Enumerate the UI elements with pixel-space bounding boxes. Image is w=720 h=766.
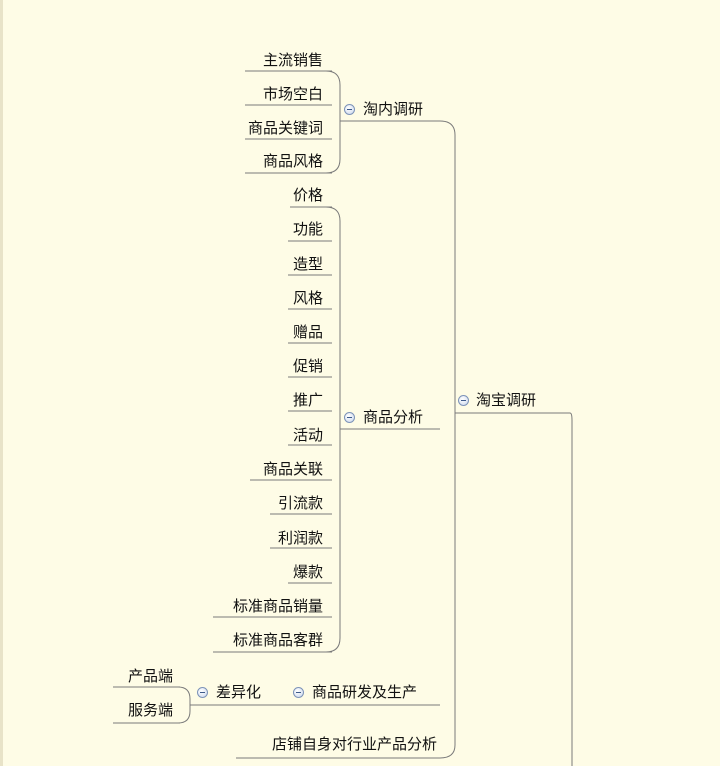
- leaf-node[interactable]: 风格: [292, 289, 323, 307]
- branch-node-fenxi[interactable]: 商品分析: [363, 408, 424, 426]
- branch-fenxi-collapse-icon[interactable]: [344, 412, 355, 423]
- leaf-node[interactable]: 商品关联: [262, 460, 323, 478]
- leaf-node[interactable]: 服务端: [127, 701, 173, 719]
- leaf-node[interactable]: 引流款: [277, 494, 323, 512]
- bracket-chayi: [177, 686, 191, 724]
- leaf-node[interactable]: 市场空白: [262, 85, 323, 103]
- leaf-node[interactable]: 价格: [292, 186, 323, 204]
- leaf-node[interactable]: 利润款: [277, 529, 323, 547]
- leaf-node[interactable]: 标准商品销量: [232, 597, 323, 615]
- root-node[interactable]: 淘宝调研: [476, 391, 537, 409]
- leaf-node[interactable]: 造型: [292, 255, 323, 273]
- sub-chayi-collapse-icon[interactable]: [197, 687, 208, 698]
- leaf-node[interactable]: 商品关键词: [247, 119, 323, 137]
- bracket-taonei: [325, 70, 341, 174]
- trunk-main: [439, 120, 456, 759]
- branch-yanfa-collapse-icon[interactable]: [293, 687, 304, 698]
- leaf-node[interactable]: 爆款: [292, 563, 323, 581]
- branch-taonei-collapse-icon[interactable]: [344, 104, 355, 115]
- leaf-node[interactable]: 产品端: [127, 667, 173, 685]
- page-left-border: [0, 0, 3, 766]
- leaf-node[interactable]: 促销: [292, 357, 323, 375]
- sub-node-chayi[interactable]: 差异化: [216, 683, 262, 701]
- leaf-node[interactable]: 主流销售: [262, 51, 323, 69]
- branch-node-yanfa[interactable]: 商品研发及生产: [312, 683, 418, 701]
- root-collapse-icon[interactable]: [458, 395, 469, 406]
- branch-node-taonei[interactable]: 淘内调研: [363, 100, 424, 118]
- leaf-node[interactable]: 推广: [292, 391, 323, 409]
- leaf-node[interactable]: 功能: [292, 220, 323, 238]
- leaf-node[interactable]: 赠品: [292, 323, 323, 341]
- bracket-fenxi: [325, 206, 341, 653]
- root-underline: [455, 412, 573, 766]
- branch-node-dianpu[interactable]: 店铺自身对行业产品分析: [271, 735, 437, 753]
- leaf-node[interactable]: 标准商品客群: [232, 631, 323, 649]
- leaf-node[interactable]: 活动: [292, 426, 323, 444]
- leaf-node[interactable]: 商品风格: [262, 152, 323, 170]
